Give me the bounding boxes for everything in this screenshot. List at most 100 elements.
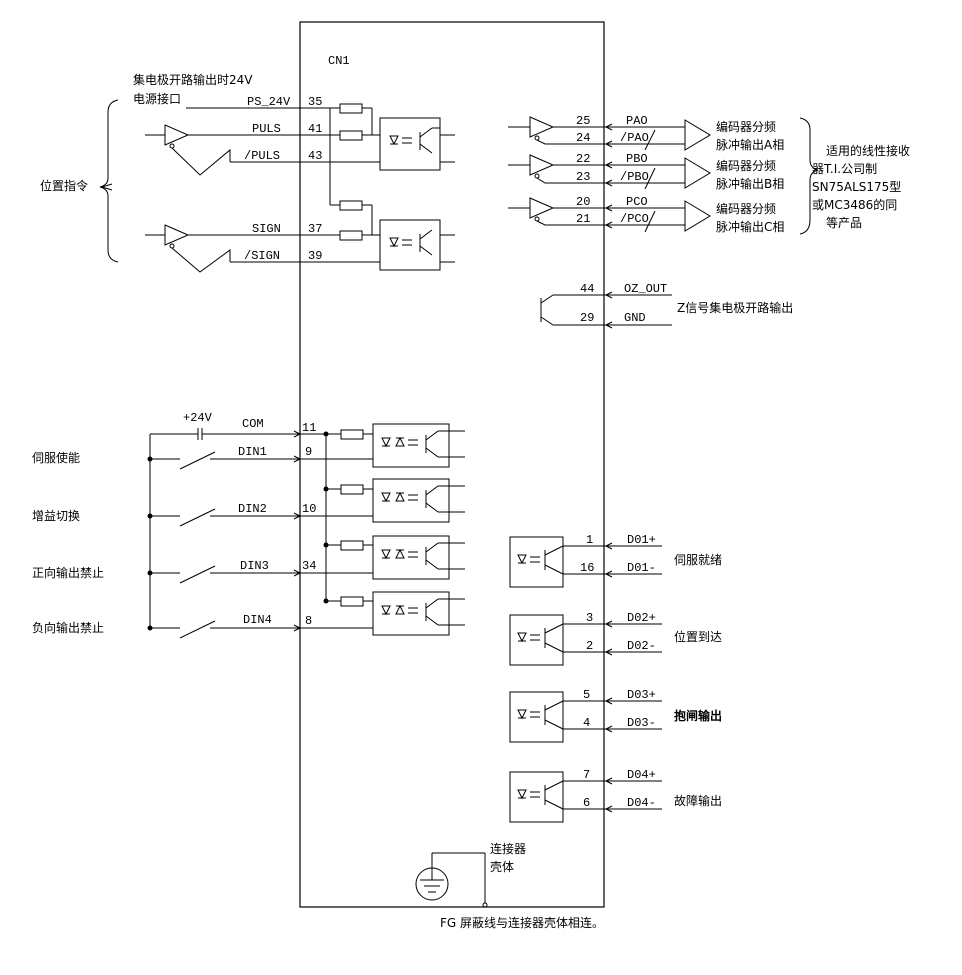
enc-a-pin-pos: 25 bbox=[576, 114, 590, 128]
din-optocoupler-4 bbox=[372, 591, 465, 636]
com-label: COM bbox=[242, 417, 264, 431]
enc-c-label-2: 脉冲输出C相 bbox=[716, 219, 784, 234]
dout3-label: 抱闸输出 bbox=[674, 708, 722, 723]
enc-a-sig-pos: PAO bbox=[626, 114, 648, 128]
dout2-pin-neg: 2 bbox=[586, 639, 593, 653]
enc-a-label-1: 编码器分频 bbox=[716, 119, 776, 134]
din2-name: 增益切换 bbox=[32, 509, 80, 523]
enc-b-sig-pos: PBO bbox=[626, 152, 648, 166]
receiver-note-5: 等产品 bbox=[826, 216, 862, 230]
sign-line-driver bbox=[145, 224, 231, 273]
opto-coupler-sign bbox=[379, 219, 455, 271]
receiver-note-4: 或MC3486的同 bbox=[812, 197, 897, 212]
position-command-brace bbox=[99, 99, 119, 263]
din-row-4 bbox=[147, 620, 302, 639]
position-command-label: 位置指令 bbox=[40, 178, 88, 193]
connector-name: CN1 bbox=[328, 54, 350, 68]
dout-circuit-4 bbox=[509, 771, 662, 823]
encoder-output-a bbox=[508, 116, 711, 151]
din4-pin: 8 bbox=[305, 614, 312, 628]
din4-name: 负向输出禁止 bbox=[32, 620, 104, 635]
z-sig-bottom: GND bbox=[624, 311, 646, 325]
enc-a-sig-neg: /PAO bbox=[620, 131, 649, 145]
puls-line-driver bbox=[145, 124, 255, 176]
ground-symbol bbox=[415, 852, 488, 908]
shell-label-2: 壳体 bbox=[490, 860, 514, 874]
signal-nsign: /SIGN bbox=[244, 249, 280, 263]
dout3-pin-neg: 4 bbox=[583, 716, 590, 730]
enc-c-pin-neg: 21 bbox=[576, 212, 590, 226]
pin-35: 35 bbox=[308, 95, 322, 109]
signal-sign: SIGN bbox=[252, 222, 281, 236]
dout-circuit-1 bbox=[509, 536, 662, 588]
connector-body bbox=[299, 21, 605, 908]
enc-a-label-2: 脉冲输出A相 bbox=[716, 137, 784, 152]
position-input-circuit bbox=[300, 103, 380, 263]
enc-a-pin-neg: 24 bbox=[576, 131, 590, 145]
din3-signal: DIN3 bbox=[240, 559, 269, 573]
din-optocoupler-3 bbox=[372, 535, 465, 580]
pin-43: 43 bbox=[308, 149, 322, 163]
signal-puls: PULS bbox=[252, 122, 281, 136]
dout3-sig-pos: D03+ bbox=[627, 688, 656, 702]
z-output-transistor bbox=[540, 291, 672, 329]
enc-b-sig-neg: /PBO bbox=[620, 170, 649, 184]
din-optocoupler-2 bbox=[372, 478, 465, 523]
din1-signal: DIN1 bbox=[238, 445, 267, 459]
supply-24v: +24V bbox=[183, 411, 213, 425]
z-pin-top: 44 bbox=[580, 282, 594, 296]
enc-b-pin-neg: 23 bbox=[576, 170, 590, 184]
dout2-pin-pos: 3 bbox=[586, 611, 593, 625]
enc-b-label-2: 脉冲输出B相 bbox=[716, 176, 784, 191]
din3-pin: 34 bbox=[302, 559, 316, 573]
receiver-note-1: 适用的线性接收 bbox=[826, 143, 910, 158]
com-supply-wiring bbox=[149, 428, 302, 628]
enc-b-label-1: 编码器分频 bbox=[716, 158, 776, 173]
opto-coupler-puls bbox=[379, 117, 455, 171]
pin-37: 37 bbox=[308, 222, 322, 236]
enc-c-pin-pos: 20 bbox=[576, 195, 590, 209]
dout1-sig-pos: D01+ bbox=[627, 533, 656, 547]
dout2-sig-neg: D02- bbox=[627, 639, 656, 653]
dout3-sig-neg: D03- bbox=[627, 716, 656, 730]
din-internal-bus bbox=[300, 429, 373, 629]
dout4-sig-neg: D04- bbox=[627, 796, 656, 810]
dout4-label: 故障输出 bbox=[674, 793, 722, 808]
z-pin-bottom: 29 bbox=[580, 311, 594, 325]
enc-c-sig-neg: /PCO bbox=[620, 212, 649, 226]
din-row-1 bbox=[147, 451, 302, 470]
din1-name: 伺服使能 bbox=[32, 450, 80, 465]
dout3-pin-pos: 5 bbox=[583, 688, 590, 702]
dout1-pin-pos: 1 bbox=[586, 533, 593, 547]
din3-name: 正向输出禁止 bbox=[32, 565, 104, 580]
ps24v-note-line1: 集电极开路输出时24V bbox=[133, 72, 253, 87]
din-optocoupler-1 bbox=[372, 423, 465, 468]
dout2-label: 位置到达 bbox=[674, 629, 722, 644]
z-output-label: Z信号集电极开路输出 bbox=[677, 300, 793, 315]
encoder-output-c bbox=[508, 197, 711, 233]
receiver-note-2: 器T.I.公司制 bbox=[812, 162, 877, 176]
encoder-output-b bbox=[508, 154, 711, 190]
com-pin: 11 bbox=[302, 421, 316, 435]
dout4-pin-neg: 6 bbox=[583, 796, 590, 810]
enc-b-pin-pos: 22 bbox=[576, 152, 590, 166]
dout2-sig-pos: D02+ bbox=[627, 611, 656, 625]
din2-signal: DIN2 bbox=[238, 502, 267, 516]
pin-39: 39 bbox=[308, 249, 322, 263]
dout-circuit-3 bbox=[509, 691, 662, 743]
din4-signal: DIN4 bbox=[243, 613, 272, 627]
signal-npuls: /PULS bbox=[244, 149, 280, 163]
signal-ps24v: PS_24V bbox=[247, 95, 291, 109]
dout1-sig-neg: D01- bbox=[627, 561, 656, 575]
din-row-3 bbox=[147, 565, 302, 584]
pin-41: 41 bbox=[308, 122, 322, 136]
enc-c-label-1: 编码器分频 bbox=[716, 201, 776, 216]
enc-c-sig-pos: PCO bbox=[626, 195, 648, 209]
din2-pin: 10 bbox=[302, 502, 316, 516]
ps24v-note-line2: 电源接口 bbox=[133, 91, 181, 106]
position-command-arrow bbox=[100, 183, 113, 191]
dout4-sig-pos: D04+ bbox=[627, 768, 656, 782]
dout-circuit-2 bbox=[509, 614, 662, 666]
z-sig-top: OZ_OUT bbox=[624, 282, 667, 296]
